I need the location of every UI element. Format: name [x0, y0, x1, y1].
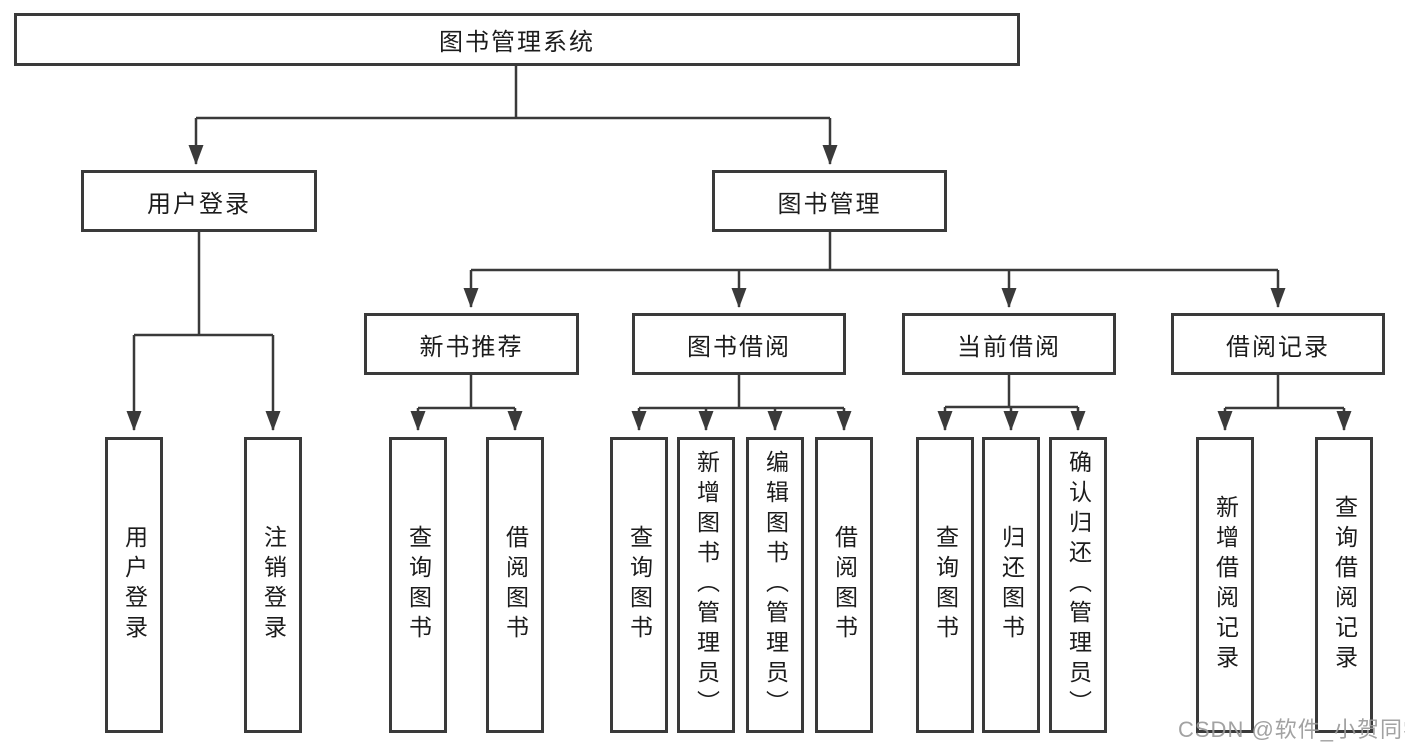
node-root-label: 图书管理系统 [439, 29, 595, 56]
node-current-borrowing: 当前借阅 [902, 313, 1116, 375]
node-book-management-label: 图书管理 [777, 190, 882, 218]
node-book-borrowing: 图书借阅 [632, 313, 846, 375]
node-user-login: 用户登录 [81, 170, 317, 232]
leaf-borrow-books-recommendation-label: 借阅图书 [502, 525, 529, 645]
node-book-management: 图书管理 [712, 170, 947, 232]
leaf-query-books-recommendation: 查询图书 [389, 437, 447, 733]
leaf-query-books-recommendation-label: 查询图书 [405, 525, 432, 645]
leaf-return-book: 归还图书 [982, 437, 1040, 733]
leaf-add-book-admin: 新增图书（管理员） [677, 437, 735, 733]
csdn-watermark: CSDN @软件_小贺同学 [1178, 717, 1405, 742]
leaf-confirm-return-admin: 确认归还（管理员） [1049, 437, 1107, 733]
leaf-borrow-books-borrowing-label: 借阅图书 [831, 525, 858, 645]
leaf-query-borrow-record: 查询借阅记录 [1315, 437, 1373, 733]
leaf-add-borrow-record-label: 新增借阅记录 [1212, 495, 1239, 675]
node-current-borrowing-label: 当前借阅 [957, 333, 1061, 361]
node-borrowing-record: 借阅记录 [1171, 313, 1385, 375]
leaf-query-books-borrowing-label: 查询图书 [626, 525, 653, 645]
leaf-logout-label: 注销登录 [260, 525, 287, 645]
leaf-edit-book-admin-label: 编辑图书（管理员） [762, 450, 789, 720]
leaf-logout: 注销登录 [244, 437, 302, 733]
leaf-user-login: 用户登录 [105, 437, 163, 733]
leaf-confirm-return-admin-label: 确认归还（管理员） [1065, 450, 1092, 720]
leaf-query-books-borrowing: 查询图书 [610, 437, 668, 733]
node-book-borrowing-label: 图书借阅 [687, 333, 791, 361]
leaf-edit-book-admin: 编辑图书（管理员） [746, 437, 804, 733]
leaf-query-books-current: 查询图书 [916, 437, 974, 733]
node-new-book-recommendation-label: 新书推荐 [419, 333, 524, 361]
leaf-query-books-current-label: 查询图书 [932, 525, 959, 645]
leaf-user-login-label: 用户登录 [121, 525, 148, 645]
node-root: 图书管理系统 [14, 13, 1020, 66]
leaf-return-book-label: 归还图书 [998, 525, 1025, 645]
leaf-add-borrow-record: 新增借阅记录 [1196, 437, 1254, 733]
node-borrowing-record-label: 借阅记录 [1226, 333, 1330, 361]
leaf-query-borrow-record-label: 查询借阅记录 [1331, 495, 1358, 675]
leaf-borrow-books-recommendation: 借阅图书 [486, 437, 544, 733]
node-new-book-recommendation: 新书推荐 [364, 313, 579, 375]
leaf-add-book-admin-label: 新增图书（管理员） [693, 450, 720, 720]
node-user-login-label: 用户登录 [147, 190, 251, 218]
leaf-borrow-books-borrowing: 借阅图书 [815, 437, 873, 733]
